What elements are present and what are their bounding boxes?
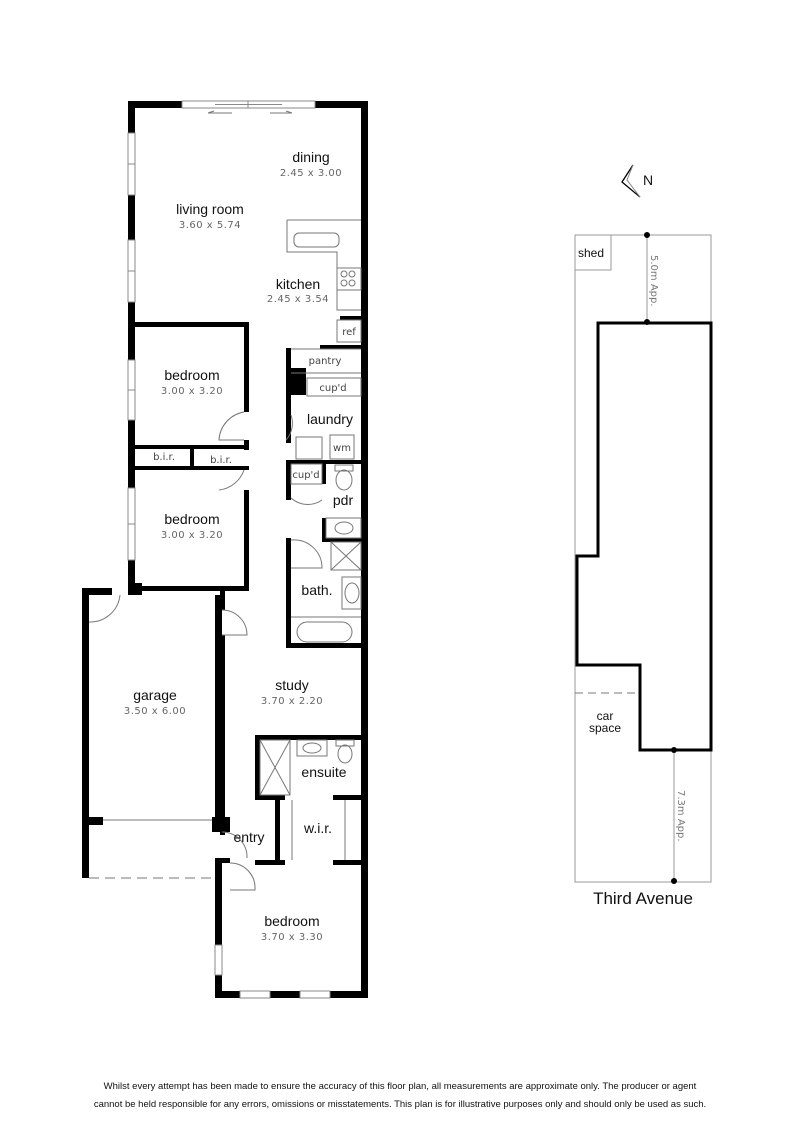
room-dims-kitchen: 2.45 x 3.54 [267, 294, 329, 305]
room-name-bedroom-3: bedroom [264, 913, 319, 929]
fixture-cupboard-2: cup'd [292, 470, 319, 481]
room-name-bedroom-2: bedroom [164, 511, 219, 527]
fixture-bir-2: b.i.r. [210, 455, 232, 466]
fixture-labels: ref pantry cup'd wm cup'd b.i.r. b.i.r. [153, 327, 356, 481]
shed-label: shed [578, 246, 604, 260]
car-space-label-line2: space [589, 721, 621, 735]
north-arrow: N [621, 164, 653, 198]
house-footprint [575, 321, 713, 752]
room-name-bedroom-1: bedroom [164, 367, 219, 383]
fixture-bir-1: b.i.r. [153, 452, 175, 463]
room-name-pdr: pdr [333, 492, 354, 508]
fixture-cupboard-1: cup'd [319, 383, 346, 394]
room-name-bath: bath. [301, 582, 332, 598]
room-dims-living: 3.60 x 5.74 [179, 220, 241, 231]
room-dims-study: 3.70 x 2.20 [261, 696, 323, 707]
room-name-dining: dining [292, 149, 329, 165]
disclaimer-line-2: cannot be held responsible for any error… [93, 1099, 707, 1110]
room-dims-bedroom-1: 3.00 x 3.20 [161, 386, 223, 397]
room-name-ensuite: ensuite [301, 764, 346, 780]
room-name-study: study [275, 677, 308, 693]
interior-walls [135, 316, 361, 865]
disclaimer-line-1: Whilst every attempt has been made to en… [103, 1081, 697, 1092]
room-name-living: living room [176, 201, 244, 217]
exterior-walls [82, 101, 368, 998]
fixture-pantry: pantry [309, 356, 342, 367]
room-name-entry: entry [233, 829, 264, 845]
fixture-washing-machine: wm [333, 443, 351, 454]
north-label: N [643, 172, 653, 188]
fixture-ref: ref [342, 327, 356, 338]
room-name-wir: w.i.r. [303, 820, 332, 836]
street-name: Third Avenue [593, 889, 693, 908]
room-name-garage: garage [133, 687, 177, 703]
room-name-kitchen: kitchen [276, 276, 320, 292]
car-space-label-line1: car [597, 709, 614, 723]
site-boundary [574, 234, 712, 883]
room-dims-dining: 2.45 x 3.00 [280, 168, 342, 179]
front-setback-label: 5.0m App. [648, 255, 659, 307]
room-name-laundry: laundry [307, 411, 353, 427]
room-dims-bedroom-2: 3.00 x 3.20 [161, 530, 223, 541]
fixtures-outline [88, 110, 362, 891]
north-arrow-icon [621, 164, 641, 198]
room-dims-garage: 3.50 x 6.00 [124, 706, 186, 717]
rear-setback-label: 7.3m App. [675, 790, 686, 842]
room-labels: dining 2.45 x 3.00 living room 3.60 x 5.… [124, 149, 354, 943]
windows [127, 100, 331, 999]
room-dims-bedroom-3: 3.70 x 3.30 [261, 932, 323, 943]
